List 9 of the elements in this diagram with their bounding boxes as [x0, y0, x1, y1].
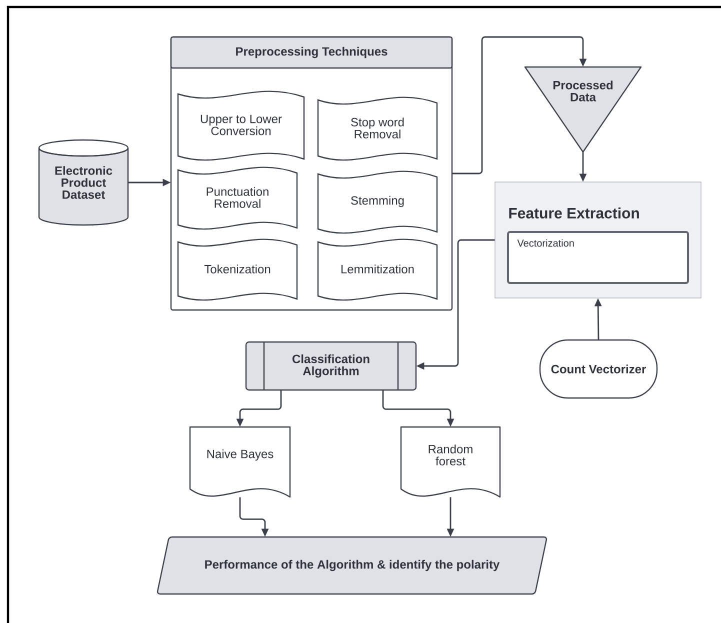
arrow: [452, 36, 587, 174]
wavy-box: Upper to Lower Conversion: [177, 90, 305, 161]
wavy-box: Stop word Removal: [317, 96, 438, 161]
parallelogram-box: Performance of the Algorithm & identify the polarity: [156, 536, 548, 595]
process-box: Classification Algorithm: [245, 341, 417, 391]
database-cylinder: Electronic Product Dataset: [38, 139, 129, 226]
inner-box: Vectorization: [507, 231, 689, 284]
wavy-box: Punctuation Removal: [177, 166, 298, 230]
wavy-box: Stemming: [317, 170, 438, 234]
